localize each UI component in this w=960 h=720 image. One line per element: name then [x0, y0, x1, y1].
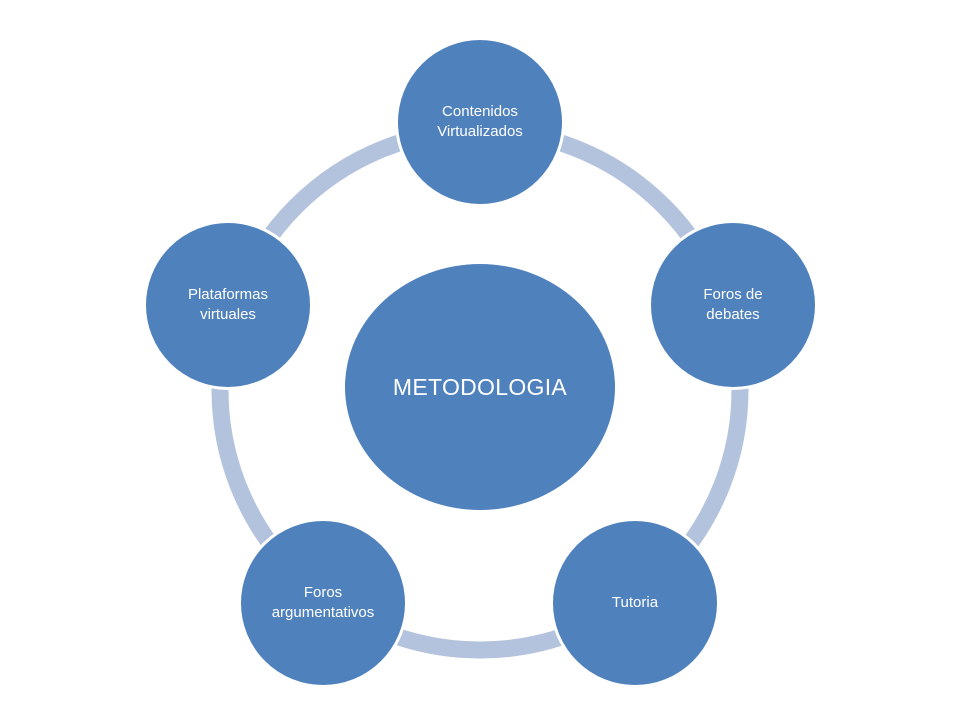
center-node-metodologia: METODOLOGIA: [345, 264, 615, 510]
node-label: Foros argumentativos: [271, 584, 375, 621]
node-label: Foros de debates: [703, 286, 763, 323]
node-foros-de-debates: Foros de debates: [648, 220, 818, 390]
node-plataformas-virtuales: Plataformas virtuales: [143, 220, 313, 390]
node-label: Contenidos Virtualizados: [437, 103, 523, 140]
node-foros-argumentativos: Foros argumentativos: [238, 518, 408, 688]
node-label: Plataformas virtuales: [187, 286, 269, 323]
node-tutoria: Tutoria: [550, 518, 720, 688]
node-label: Tutoria: [611, 594, 659, 611]
center-label: METODOLOGIA: [392, 373, 568, 400]
node-contenidos-virtualizados: Contenidos Virtualizados: [395, 37, 565, 207]
